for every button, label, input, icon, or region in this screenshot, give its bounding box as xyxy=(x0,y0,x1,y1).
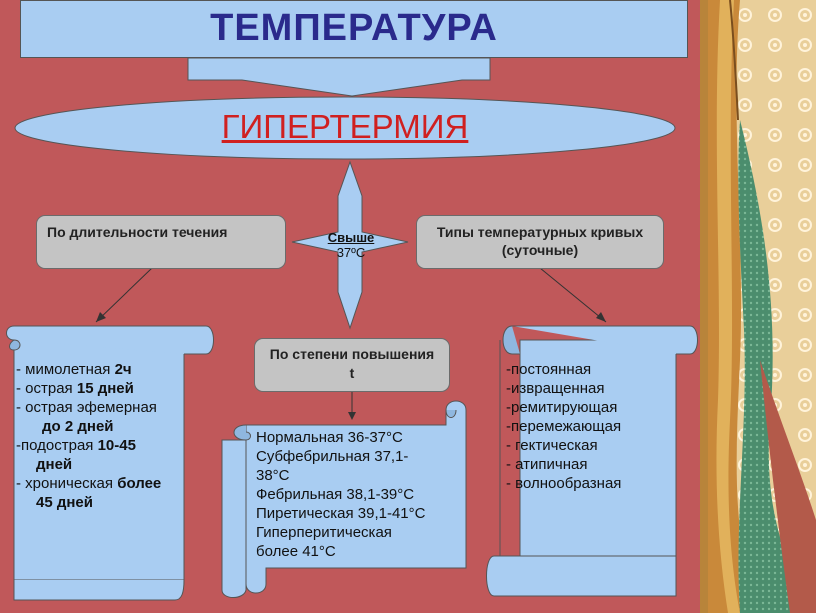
degree-list: Нормальная 36-37°С Субфебрильная 37,1- 3… xyxy=(256,428,461,561)
center-cross-shape xyxy=(291,160,409,330)
center-label-line1: Свыше xyxy=(327,230,375,245)
middle-scroll xyxy=(221,400,467,598)
main-heading: ГИПЕРТЕРМИЯ xyxy=(221,108,469,145)
curve-types-box: Типы температурных кривых (суточные) xyxy=(416,215,664,269)
list-item: Пиретическая 39,1-41°С xyxy=(256,505,426,522)
duration-box: По длительности течения xyxy=(36,215,286,269)
duration-box-label: По длительности течения xyxy=(47,224,228,240)
main-ellipse xyxy=(14,96,676,160)
title-box: ТЕМПЕРАТУРА xyxy=(20,0,688,58)
list-item: -постоянная xyxy=(506,361,592,378)
list-item: до 2 дней xyxy=(42,418,114,435)
curve-types-line2: (суточные) xyxy=(501,242,579,258)
left-scroll xyxy=(6,325,214,601)
duration-list: - мимолетная 2ч - острая 15 дней - остра… xyxy=(16,360,196,512)
list-item: 38°С xyxy=(256,467,290,484)
list-item: - волнообразная xyxy=(506,475,622,492)
list-item: -перемежающая xyxy=(506,418,622,435)
list-item: - мимолетная 2ч xyxy=(16,361,132,378)
list-item: - гектическая xyxy=(506,437,598,454)
list-item: более 41°С xyxy=(256,543,336,560)
right-scroll xyxy=(486,325,698,597)
list-item: дней xyxy=(36,456,73,473)
center-label: Свыше 37ºС xyxy=(316,230,386,260)
arrow-right xyxy=(539,267,607,323)
list-item: 45 дней xyxy=(36,494,93,511)
curve-types-line1: Типы температурных кривых xyxy=(436,224,644,240)
list-item: - атипичная xyxy=(506,456,588,473)
list-item: Нормальная 36-37°С xyxy=(256,429,403,446)
list-item: - хроническая более xyxy=(16,475,162,492)
degree-line1: По степени повышения xyxy=(269,346,435,362)
list-item: -подострая 10-45 xyxy=(16,437,136,454)
list-item: - острая эфемерная xyxy=(16,399,157,416)
title-arrow-shape xyxy=(187,57,491,97)
list-item: -извращенная xyxy=(506,380,605,397)
arrow-left xyxy=(95,267,153,323)
list-item: -ремитирующая xyxy=(506,399,618,416)
degree-box: По степени повышения t xyxy=(254,338,450,392)
curve-types-list: -постоянная -извращенная -ремитирующая -… xyxy=(506,360,671,493)
list-item: Субфебрильная 37,1- xyxy=(256,448,409,465)
page-title: ТЕМПЕРАТУРА xyxy=(210,7,498,49)
list-item: Гиперперитическая xyxy=(256,524,392,541)
diagram-shapes xyxy=(6,57,698,601)
decorative-panel xyxy=(700,0,816,613)
degree-line2: t xyxy=(349,365,355,381)
center-label-line2: 37ºС xyxy=(336,245,366,260)
list-item: - острая 15 дней xyxy=(16,380,134,397)
list-item: Фебрильная 38,1-39°С xyxy=(256,486,415,503)
